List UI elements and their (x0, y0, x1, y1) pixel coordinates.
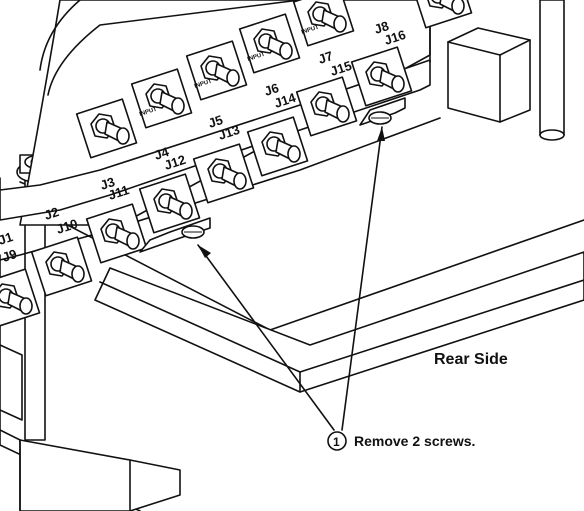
connector-tip (171, 97, 185, 115)
connector-tip (233, 172, 247, 190)
connector-tip (116, 127, 130, 145)
screw-bracket-right (359, 97, 406, 126)
connector-label: J6 (262, 80, 280, 99)
connector-tip (71, 265, 85, 283)
port-input-label: INPUT (139, 107, 158, 118)
side-label: Rear Side (434, 351, 508, 368)
connector-tip (333, 15, 347, 33)
connector-label: J16 (382, 27, 407, 48)
port-input-label: INPUT (301, 25, 320, 36)
connector-tip (336, 105, 350, 123)
connector-label: J11 (106, 182, 131, 203)
connector-label: J1 (0, 229, 15, 248)
connector-tip (451, 0, 465, 15)
connector-tip (19, 297, 33, 315)
bottom-block (0, 344, 181, 511)
callout-number: 1 (333, 435, 340, 449)
connector-label: J3 (98, 174, 116, 193)
connector-label: J13 (216, 122, 241, 143)
screw-bracket-left (139, 217, 211, 253)
connector-label: J15 (328, 58, 353, 79)
connector-label: J8 (372, 18, 390, 37)
arrowhead-icon (377, 127, 385, 141)
connector-label: J2 (42, 204, 60, 223)
connector-label: J5 (206, 112, 224, 131)
callout-text: Remove 2 screws. (354, 433, 475, 449)
port-input-label: INPUT (194, 79, 213, 90)
connector-label: J4 (152, 144, 171, 163)
connector-label: J9 (0, 246, 18, 265)
port-input-label: INPUT (247, 52, 266, 63)
rear-box (447, 27, 531, 123)
connector-label: J12 (162, 152, 187, 173)
connector-tip (279, 42, 293, 60)
connector-label: J14 (272, 90, 298, 111)
connector-tip (391, 75, 405, 93)
callout-badge (327, 431, 347, 451)
connector-tip (226, 69, 240, 87)
connector-label: J7 (316, 48, 334, 67)
callout: 1 Remove 2 screws. (327, 431, 475, 451)
arrowhead-icon (198, 245, 211, 258)
connector-label: J10 (54, 216, 79, 237)
callout-leaders (197, 126, 385, 431)
connector-tip (126, 232, 140, 250)
connector-tip (179, 202, 193, 220)
connector-tip (287, 145, 301, 163)
